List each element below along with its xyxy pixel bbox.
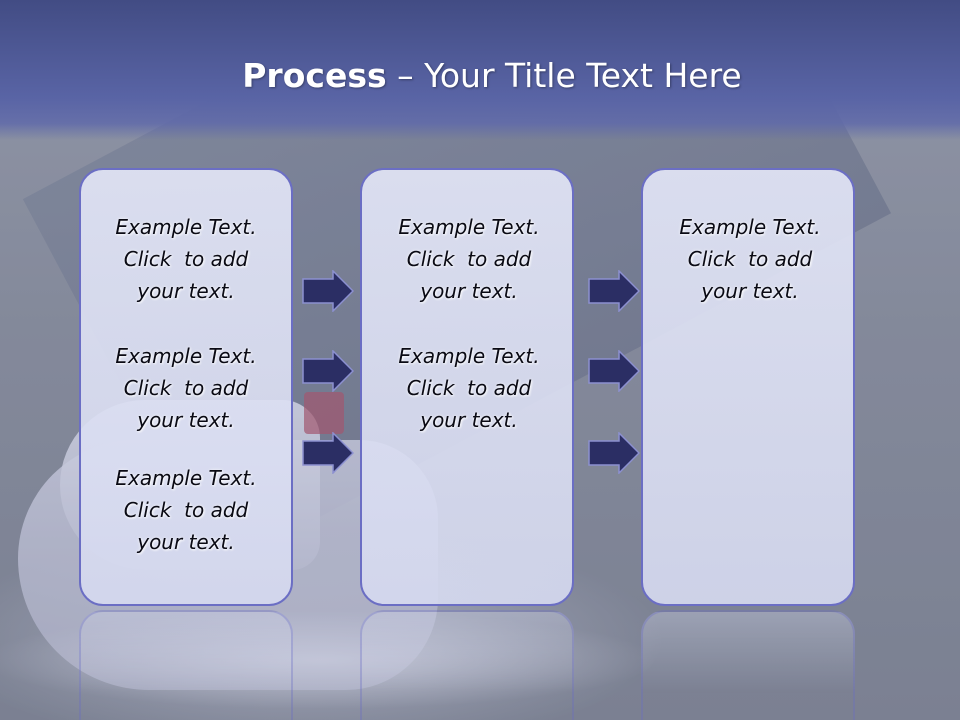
right-arrow-icon xyxy=(302,432,354,474)
text-line: Click to add xyxy=(406,376,532,400)
text-line: your text. xyxy=(137,530,235,554)
text-line: Example Text. xyxy=(115,466,257,490)
text-line: your text. xyxy=(701,279,799,303)
text-line: Click to add xyxy=(123,247,249,271)
process-box-2[interactable] xyxy=(360,168,574,606)
text-line: your text. xyxy=(420,408,518,432)
title-rest-part: – Your Title Text Here xyxy=(386,56,742,95)
right-arrow-icon xyxy=(302,350,354,392)
text-line: Click to add xyxy=(123,498,249,522)
process-box-1[interactable] xyxy=(79,168,293,606)
right-arrow-icon xyxy=(588,432,640,474)
text-line: Example Text. xyxy=(398,215,540,239)
right-arrow-icon xyxy=(588,270,640,312)
right-arrow-icon xyxy=(588,350,640,392)
process-box-1-reflection xyxy=(79,610,293,720)
text-line: Example Text. xyxy=(115,344,257,368)
text-line: Example Text. xyxy=(679,215,821,239)
text-line: your text. xyxy=(137,408,235,432)
text-line: Click to add xyxy=(123,376,249,400)
text-line: Click to add xyxy=(406,247,532,271)
process-box-1-text-2[interactable]: Example Text. Click to add your text. xyxy=(79,340,293,436)
process-box-3[interactable] xyxy=(641,168,855,606)
process-box-1-text-1[interactable]: Example Text. Click to add your text. xyxy=(79,211,293,307)
background-ship-detail xyxy=(304,392,344,434)
process-box-1-text-3[interactable]: Example Text. Click to add your text. xyxy=(79,462,293,558)
process-box-2-reflection xyxy=(360,610,574,720)
slide-title[interactable]: Process – Your Title Text Here xyxy=(0,56,960,95)
process-box-2-text-1[interactable]: Example Text. Click to add your text. xyxy=(362,211,576,307)
text-line: Click to add xyxy=(687,247,813,271)
text-line: your text. xyxy=(420,279,518,303)
right-arrow-icon xyxy=(302,270,354,312)
title-bold-part: Process xyxy=(242,56,387,95)
process-box-2-text-2[interactable]: Example Text. Click to add your text. xyxy=(362,340,576,436)
process-box-3-text-1[interactable]: Example Text. Click to add your text. xyxy=(643,211,857,307)
text-line: Example Text. xyxy=(398,344,540,368)
background-wake xyxy=(0,600,960,720)
text-line: Example Text. xyxy=(115,215,257,239)
text-line: your text. xyxy=(137,279,235,303)
title-bar xyxy=(0,0,960,140)
process-box-3-reflection xyxy=(641,610,855,720)
